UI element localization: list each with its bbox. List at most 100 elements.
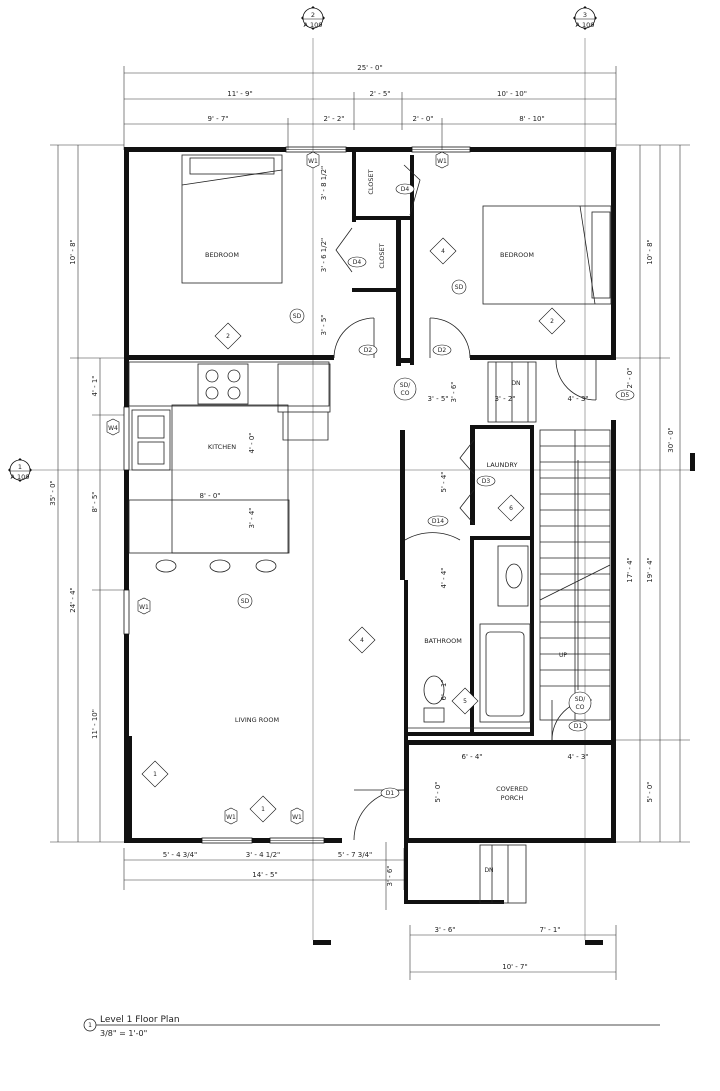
label-bedroom-left: BEDROOM — [205, 251, 239, 259]
wall-tag-4-closet: 4 — [429, 237, 457, 265]
dimensions-right: 10' - 8" 30' - 0" 2' - 0" 19' - 4" 17' -… — [616, 144, 690, 843]
kitchen-fixtures — [128, 361, 331, 573]
stair-up: UP — [559, 652, 567, 659]
svg-text:W1: W1 — [437, 158, 447, 165]
label-porch-line1: COVERED — [496, 785, 528, 793]
dim-hall-a: 3' - 5" — [427, 395, 448, 403]
door-swings — [333, 164, 597, 841]
svg-text:D4: D4 — [401, 186, 410, 193]
svg-text:D14: D14 — [432, 518, 444, 525]
dim-top-d: 9' - 7" — [207, 115, 228, 123]
dim-bot-total: 14' - 5" — [252, 871, 277, 879]
svg-text:W1: W1 — [139, 604, 149, 611]
smoke-co-detector-stair: SD/ CO — [568, 691, 592, 715]
dim-top-g: 8' - 10" — [519, 115, 544, 123]
dim-porch-a: 6' - 4" — [461, 753, 482, 761]
door-tag-d1-porch: D1 — [380, 787, 400, 799]
svg-text:D2: D2 — [364, 347, 373, 354]
dim-right-total: 30' - 0" — [667, 427, 675, 452]
label-closet-b: CLOSET — [378, 243, 386, 268]
dimensions-left: 35' - 0" 10' - 8" 24' - 4" 4' - 1" 8' - … — [49, 144, 124, 843]
svg-text:SD: SD — [293, 313, 302, 320]
section-marker-3: 3 A 109 — [573, 6, 603, 945]
svg-text:W1: W1 — [292, 814, 302, 821]
stair-dn-porch: DN — [484, 867, 493, 874]
dim-left-c: 4' - 1" — [91, 375, 99, 396]
door-tag-d2-left: D2 — [358, 344, 378, 356]
svg-text:D2: D2 — [438, 347, 447, 354]
wall-tag-2-bedroom-left: 2 — [214, 322, 242, 350]
svg-text:CO: CO — [401, 390, 410, 397]
svg-text:D1: D1 — [574, 723, 583, 730]
door-tag-d5: D5 — [615, 389, 635, 401]
svg-text:D3: D3 — [482, 478, 491, 485]
svg-text:5: 5 — [463, 698, 467, 705]
wall-tag-4-bathroom: 4 — [348, 626, 376, 654]
svg-text:D1: D1 — [386, 790, 395, 797]
section-1-number: 1 — [18, 463, 22, 471]
svg-text:SD/: SD/ — [575, 696, 586, 703]
door-tag-d1-stair: D1 — [568, 720, 588, 732]
dim-top-c: 10' - 10" — [497, 90, 527, 98]
dim-right-e: 5' - 0" — [646, 781, 654, 802]
smoke-co-detector-hall: SD/ CO — [393, 377, 417, 401]
dim-hall-b: 3' - 6" — [450, 381, 458, 402]
door-tag-d4-upper: D4 — [395, 183, 415, 195]
dimensions-bottom: 5' - 4 3/4" 3' - 4 1/2" 5' - 7 3/4" 14' … — [123, 842, 617, 980]
dim-top-a: 11' - 9" — [227, 90, 252, 98]
dim-right-a: 10' - 8" — [646, 239, 654, 264]
label-porch-line2: PORCH — [501, 794, 524, 802]
dim-top-f: 2' - 0" — [412, 115, 433, 123]
window-tag-w1-bottom-left: W1 — [224, 807, 238, 825]
dim-hall-c: 3' - 2" — [494, 395, 515, 403]
dim-kitchen-c: 3' - 4" — [248, 507, 256, 528]
svg-text:1: 1 — [261, 806, 265, 813]
dim-bot-a: 5' - 4 3/4" — [163, 851, 198, 859]
door-tag-d3: D3 — [476, 475, 496, 487]
svg-text:W1: W1 — [226, 814, 236, 821]
bathroom-fixtures — [408, 545, 531, 729]
dimensions-top: 25' - 0" 11' - 9" 2' - 5" 10' - 10" 9' -… — [123, 64, 617, 150]
window-tag-w1-living: W1 — [137, 597, 151, 615]
svg-text:4: 4 — [441, 248, 445, 255]
dim-left-e: 11' - 10" — [91, 709, 99, 739]
svg-text:1: 1 — [153, 771, 157, 778]
dim-kitchen-a: 4' - 0" — [248, 432, 256, 453]
svg-text:W1: W1 — [308, 158, 318, 165]
title-scale: 3/8" = 1'-0" — [100, 1029, 147, 1038]
label-bedroom-right: BEDROOM — [500, 251, 534, 259]
smoke-detector-bedroom-left: SD — [289, 308, 305, 324]
label-kitchen: KITCHEN — [208, 443, 236, 451]
dim-step-c: 7' - 1" — [539, 926, 560, 934]
title-name: Level 1 Floor Plan — [100, 1015, 180, 1025]
title-number: 1 — [88, 1022, 92, 1029]
label-bathroom: BATHROOM — [424, 637, 462, 645]
wall-tag-5-bathroom: 5 — [451, 687, 479, 715]
dim-kitchen-b: 8' - 0" — [199, 492, 220, 500]
label-living-room: LIVING ROOM — [235, 716, 279, 724]
door-tag-d4-lower: D4 — [347, 256, 367, 268]
dim-left-a: 10' - 8" — [69, 239, 77, 264]
dim-hall-d: 4' - 3" — [567, 395, 588, 403]
dim-left-b: 24' - 4" — [69, 587, 77, 612]
dim-bot-c: 5' - 7 3/4" — [338, 851, 373, 859]
wall-tag-1-living: 1 — [141, 760, 169, 788]
section-2-sheet: A 109 — [304, 21, 323, 29]
dim-top-total: 25' - 0" — [357, 64, 382, 72]
label-laundry: LAUNDRY — [487, 461, 518, 469]
windows — [123, 146, 471, 844]
dim-step-b: 3' - 6" — [434, 926, 455, 934]
section-2-number: 2 — [311, 11, 315, 19]
smoke-detector-living: SD — [237, 593, 253, 609]
window-tag-w4-kitchen: W4 — [106, 418, 120, 436]
title-block: 1 Level 1 Floor Plan 3/8" = 1'-0" — [83, 1015, 660, 1038]
section-3-sheet: A 109 — [576, 21, 595, 29]
svg-text:SD: SD — [241, 598, 250, 605]
dim-closet-a: 3' - 8 1/2" — [320, 166, 328, 201]
dim-top-e: 2' - 2" — [323, 115, 344, 123]
dim-left-total: 35' - 0" — [49, 480, 57, 505]
svg-text:4: 4 — [360, 637, 364, 644]
dim-porch-b: 4' - 3" — [567, 753, 588, 761]
interior-walls — [124, 152, 616, 740]
